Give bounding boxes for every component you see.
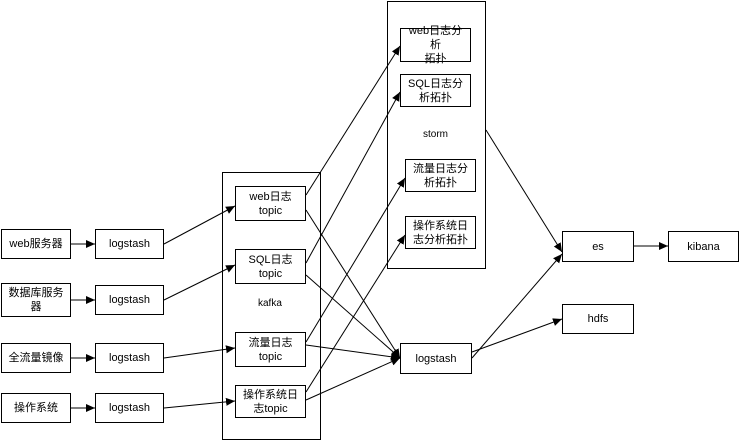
es-node[interactable]: es <box>562 231 634 262</box>
arrow-central-logstash-to-hdfs <box>471 318 563 353</box>
source-os[interactable]: 操作系统 <box>1 393 71 423</box>
arrow-web-topic-to-web-job <box>305 45 401 196</box>
storm-container <box>387 1 486 269</box>
topic-web[interactable]: web日志 topic <box>235 186 306 221</box>
arrow-logstash-to-sql-topic <box>163 264 236 301</box>
storm-job-web[interactable]: web日志分析 拓扑 <box>400 25 471 65</box>
kafka-container <box>222 172 321 440</box>
topic-os[interactable]: 操作系统日 志topic <box>235 385 306 418</box>
storm-job-traffic[interactable]: 流量日志分 析拓扑 <box>405 159 476 192</box>
arrow-traffic-topic-to-central-logstash <box>305 344 401 361</box>
arrow-logstash-to-web-topic <box>163 205 236 245</box>
kafka-label: kafka <box>258 298 282 309</box>
source-traffic-mirror[interactable]: 全流量镜像 <box>1 343 71 373</box>
arrow-sql-topic-to-central-logstash <box>305 274 401 359</box>
arrow-logstash-to-os-topic <box>163 397 236 409</box>
arrow-web-topic-to-central-logstash <box>305 209 401 359</box>
storm-job-sql[interactable]: SQL日志分 析拓扑 <box>400 74 471 107</box>
arrow-central-logstash-to-es <box>471 253 563 359</box>
logstash-traffic[interactable]: logstash <box>95 343 164 373</box>
arrow-os-topic-to-os-job <box>305 234 406 393</box>
storm-job-os[interactable]: 操作系统日 志分析拓扑 <box>405 216 476 249</box>
logstash-web[interactable]: logstash <box>95 229 164 259</box>
topic-traffic[interactable]: 流量日志 topic <box>235 332 306 367</box>
storm-label: storm <box>423 129 448 140</box>
source-web-server[interactable]: web服务器 <box>1 229 71 259</box>
central-logstash[interactable]: logstash <box>400 343 472 374</box>
logstash-os[interactable]: logstash <box>95 393 164 423</box>
arrow-traffic-topic-to-traffic-job <box>305 177 406 343</box>
arrow-os-topic-to-central-logstash <box>305 357 401 401</box>
source-db-server[interactable]: 数据库服务器 <box>1 283 71 317</box>
hdfs-node[interactable]: hdfs <box>562 304 634 334</box>
arrow-logstash-to-traffic-topic <box>163 345 236 359</box>
topic-sql[interactable]: SQL日志 topic <box>235 249 306 284</box>
kibana-node[interactable]: kibana <box>668 231 739 262</box>
arrow-storm-to-es <box>485 129 563 253</box>
logstash-db[interactable]: logstash <box>95 285 164 315</box>
